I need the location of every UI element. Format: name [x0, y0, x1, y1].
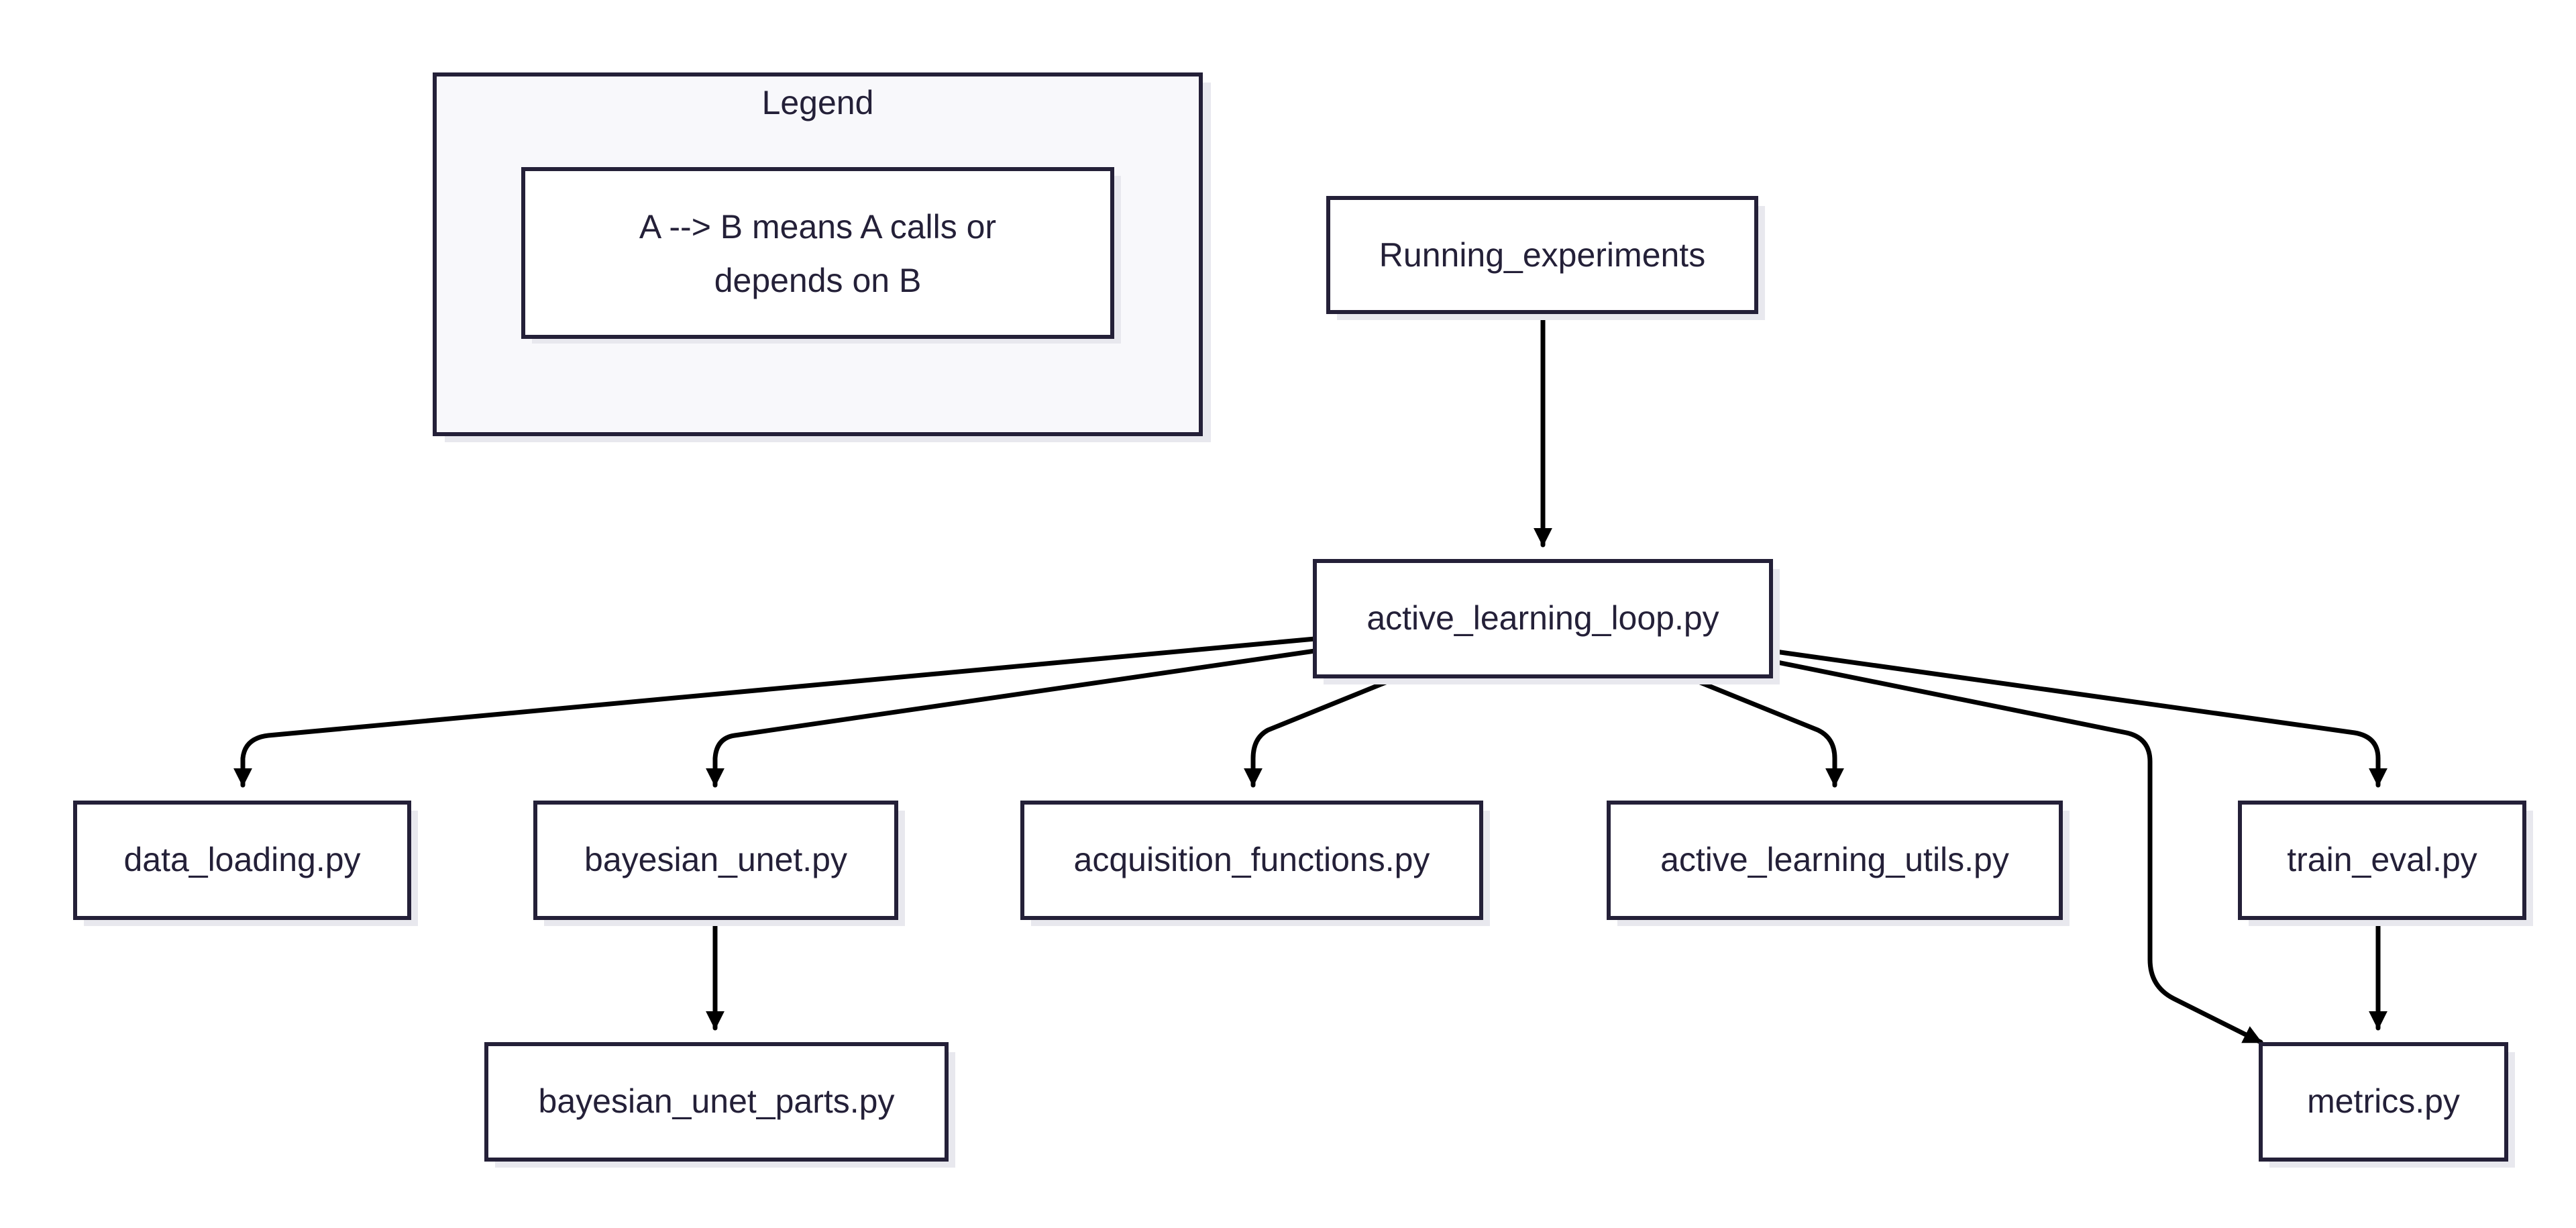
node-box	[1326, 196, 1758, 314]
node-label: Running_experiments	[1379, 236, 1705, 274]
legend-note-line-1: A --> B means A calls or	[639, 208, 996, 246]
node-box	[73, 801, 411, 920]
edges	[233, 309, 2387, 1045]
edge-loop-to-al-utils	[1678, 672, 1844, 788]
node-train-eval: train_eval.py	[2238, 801, 2533, 926]
node-box	[533, 801, 898, 920]
node-active-learning-utils: active_learning_utils.py	[1607, 801, 2070, 926]
edge-loop-to-metrics	[1768, 658, 2263, 1045]
node-box	[484, 1042, 949, 1162]
node-box	[1607, 801, 2063, 920]
legend-note-line-2: depends on B	[714, 262, 922, 299]
node-label: acquisition_functions.py	[1074, 841, 1430, 878]
edge-loop-to-bayesian-unet	[706, 648, 1318, 788]
edge-loop-to-acquisition	[1244, 672, 1408, 788]
node-label: bayesian_unet_parts.py	[539, 1082, 895, 1120]
node-label: data_loading.py	[123, 841, 360, 878]
node-box	[2259, 1042, 2508, 1162]
node-acquisition-functions: acquisition_functions.py	[1020, 801, 1490, 926]
legend-title: Legend	[762, 84, 874, 121]
node-label: metrics.py	[2307, 1082, 2460, 1120]
node-bayesian-unet: bayesian_unet.py	[533, 801, 905, 926]
edge-loop-to-train-eval	[1768, 648, 2387, 788]
legend: Legend A --> B means A calls or depends …	[433, 72, 1211, 442]
node-label: active_learning_utils.py	[1660, 841, 2009, 878]
node-running-experiments: Running_experiments	[1326, 196, 1765, 320]
node-box	[1313, 559, 1773, 678]
node-label: bayesian_unet.py	[584, 841, 847, 878]
edge-loop-to-data-loading	[233, 636, 1318, 788]
node-label: train_eval.py	[2287, 841, 2477, 878]
node-bayesian-unet-parts: bayesian_unet_parts.py	[484, 1042, 955, 1168]
node-box	[2238, 801, 2526, 920]
node-data-loading: data_loading.py	[73, 801, 418, 926]
legend-note-box	[521, 167, 1114, 339]
node-metrics: metrics.py	[2259, 1042, 2515, 1168]
node-active-learning-loop: active_learning_loop.py	[1313, 559, 1780, 684]
node-label: active_learning_loop.py	[1366, 599, 1719, 637]
node-box	[1020, 801, 1483, 920]
